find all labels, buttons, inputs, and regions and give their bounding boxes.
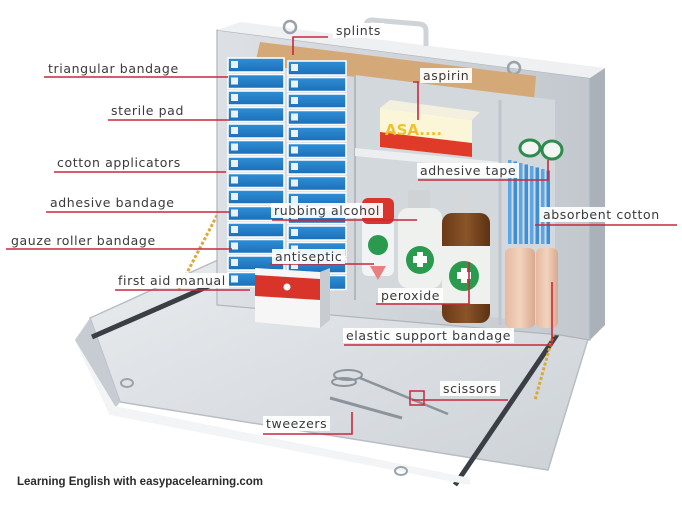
- bandage-packet: [227, 57, 285, 73]
- bandage-packet: [287, 60, 347, 76]
- packet-tab-icon: [231, 143, 238, 151]
- bandage-packet: [227, 172, 285, 189]
- first-aid-symbol-icon: [283, 283, 291, 291]
- label-aspirin: aspirin: [420, 68, 473, 83]
- label-elastic-support-bandage: elastic support bandage: [343, 328, 515, 343]
- packet-tab-icon: [291, 229, 298, 236]
- bandage-packet: [227, 139, 285, 156]
- packet-tab-icon: [291, 97, 298, 104]
- bandage-packet: [227, 90, 285, 106]
- label-adhesive-bandage: adhesive bandage: [47, 195, 178, 210]
- credit-text: Learning English with easypacelearning.c…: [17, 476, 264, 488]
- packet-tab-icon: [231, 61, 238, 68]
- tweezers: [329, 396, 403, 420]
- packet-tab-icon: [231, 193, 238, 200]
- label-triangular-bandage: triangular bandage: [45, 61, 182, 76]
- bandage-packet: [287, 126, 347, 142]
- packet-tab-icon: [231, 275, 238, 283]
- scissors: [331, 369, 449, 416]
- lock-left-icon: [282, 19, 298, 35]
- label-tweezers: tweezers: [263, 416, 331, 431]
- bandage-packet: [227, 238, 285, 255]
- aspirin-box-text: ASA....: [385, 121, 442, 139]
- bandage-packet: [287, 225, 347, 241]
- cotton-stripe: [513, 161, 517, 244]
- packet-tab-icon: [291, 64, 298, 71]
- bandage-packet: [227, 123, 285, 139]
- bandage-packet: [227, 73, 285, 90]
- bandage-packet: [287, 142, 347, 159]
- cotton-stripe: [524, 164, 528, 244]
- packet-tab-icon: [291, 163, 298, 170]
- packet-tab-icon: [231, 77, 238, 85]
- bandage-packet: [287, 76, 347, 93]
- packet-tab-icon: [231, 94, 238, 101]
- packet-tab-icon: [231, 226, 238, 233]
- label-absorbent-cotton: absorbent cotton: [540, 207, 663, 222]
- packet-tab-icon: [291, 262, 298, 269]
- packet-tab-icon: [231, 127, 238, 134]
- packet-tab-icon: [291, 113, 298, 121]
- cotton-stripe: [530, 166, 534, 244]
- label-leader-lines: [6, 36, 677, 435]
- packet-tab-icon: [291, 196, 298, 203]
- label-gauze-roller-bandage: gauze roller bandage: [8, 233, 159, 248]
- label-antiseptic: antiseptic: [272, 249, 346, 264]
- bandage-packet: [287, 109, 347, 126]
- packet-tab-icon: [231, 242, 238, 250]
- adhesive-tape-rolls: [518, 138, 564, 161]
- packet-tab-icon: [231, 110, 238, 118]
- label-first-aid-manual: first aid manual: [115, 273, 229, 288]
- aspirin-box: ASA....: [380, 100, 480, 157]
- packet-tab-icon: [231, 176, 238, 184]
- cotton-stripe: [535, 167, 539, 244]
- cotton-stripe: [541, 169, 545, 244]
- bandage-packet: [227, 156, 285, 172]
- label-cotton-applicators: cotton applicators: [54, 155, 184, 170]
- packet-tab-icon: [291, 80, 298, 88]
- antiseptic-bottle: [398, 190, 442, 288]
- first-aid-manual: [255, 268, 330, 328]
- packet-tab-icon: [231, 259, 238, 266]
- packet-tab-icon: [231, 160, 238, 167]
- label-sterile-pad: sterile pad: [108, 103, 187, 118]
- splints: [255, 42, 536, 100]
- label-scissors: scissors: [440, 381, 500, 396]
- packet-tab-icon: [231, 209, 238, 217]
- packet-tab-icon: [291, 146, 298, 154]
- cotton-stripe: [519, 163, 523, 244]
- label-adhesive-tape: adhesive tape: [417, 163, 520, 178]
- bandage-packet: [287, 93, 347, 109]
- label-splints: splints: [333, 23, 384, 38]
- label-peroxide: peroxide: [378, 288, 444, 303]
- cotton-stripe: [508, 160, 512, 244]
- elastic-support-bandages: [505, 248, 558, 328]
- bandage-packet: [287, 159, 347, 175]
- bandage-packet: [227, 106, 285, 123]
- packet-tab-icon: [291, 130, 298, 137]
- bandage-packet: [287, 175, 347, 192]
- bandage-packet: [227, 189, 285, 205]
- packet-tab-icon: [291, 179, 298, 187]
- bandage-packet: [227, 222, 285, 238]
- latch-ring-icon: [120, 378, 134, 388]
- label-rubbing-alcohol: rubbing alcohol: [271, 203, 383, 218]
- peroxide-bottle: [442, 193, 490, 323]
